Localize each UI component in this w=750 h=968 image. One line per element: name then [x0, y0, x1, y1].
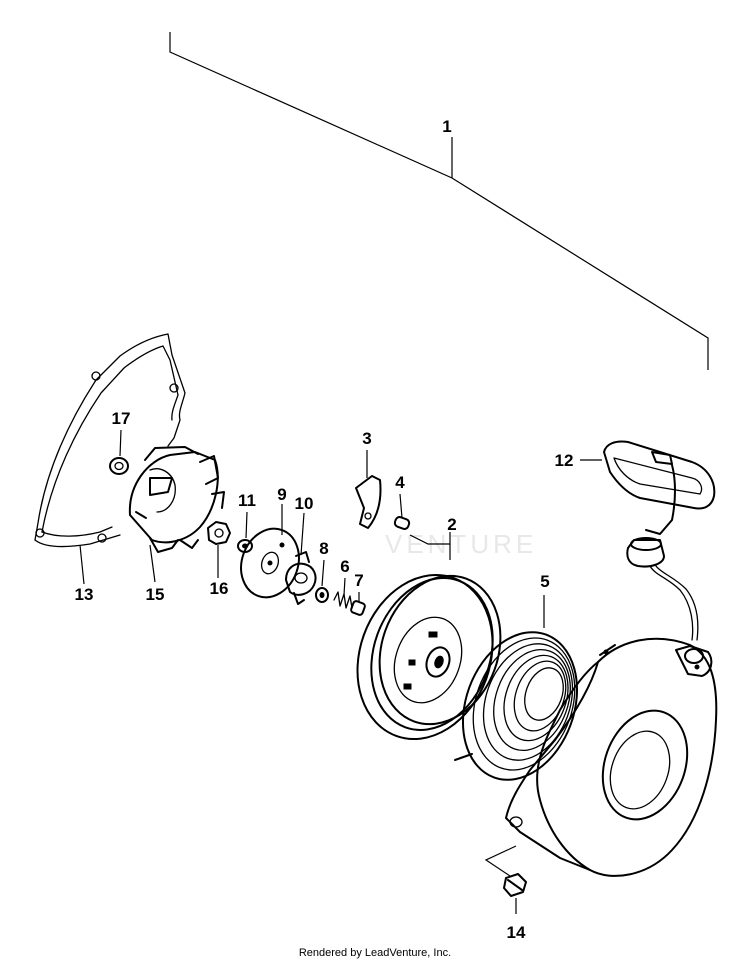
pin-part-7 [350, 600, 366, 616]
bolt-part-14 [484, 845, 527, 897]
callout-17: 17 [112, 409, 131, 428]
spring-part-6 [333, 591, 353, 609]
ratchet-pulley-part-15 [128, 446, 225, 553]
collar-part-8 [315, 587, 329, 603]
callout-15: 15 [146, 585, 165, 604]
callout-10: 10 [295, 494, 314, 513]
rendered-by-footer: Rendered by LeadVenture, Inc. [298, 947, 452, 959]
callout-6: 6 [340, 557, 349, 576]
friction-plate-part-9 [240, 527, 300, 599]
callout-5: 5 [540, 572, 549, 591]
recoil-spring-part-5 [454, 631, 579, 781]
starter-case [505, 637, 718, 877]
callout-labels: 1 2 3 4 5 6 7 8 9 10 11 12 13 14 15 16 1… [75, 117, 574, 942]
reel-part-2 [356, 573, 502, 741]
callout-8: 8 [319, 539, 328, 558]
pin-part-4 [393, 516, 411, 530]
callout-16: 16 [210, 579, 229, 598]
callout-3: 3 [362, 429, 371, 448]
callout-14: 14 [507, 923, 526, 942]
watermark: VENTURE [385, 529, 537, 559]
starter-handle-part-12 [603, 440, 716, 641]
pawl-part-3 [355, 475, 382, 529]
watermark-text: VENTURE [385, 529, 537, 559]
callout-12: 12 [555, 451, 574, 470]
callout-13: 13 [75, 585, 94, 604]
ring-part-17 [109, 457, 129, 475]
callout-9: 9 [277, 485, 286, 504]
callout-11: 11 [238, 491, 256, 510]
callout-1: 1 [442, 117, 451, 136]
leader-lines [79, 429, 602, 914]
assembly-bracket [169, 32, 709, 370]
ratchet-guide-part-10 [285, 551, 317, 605]
nut-part-16 [207, 521, 231, 545]
callout-7: 7 [354, 571, 363, 590]
gasket-part-13 [34, 333, 186, 548]
callout-4: 4 [395, 473, 405, 492]
callout-2: 2 [447, 515, 456, 534]
